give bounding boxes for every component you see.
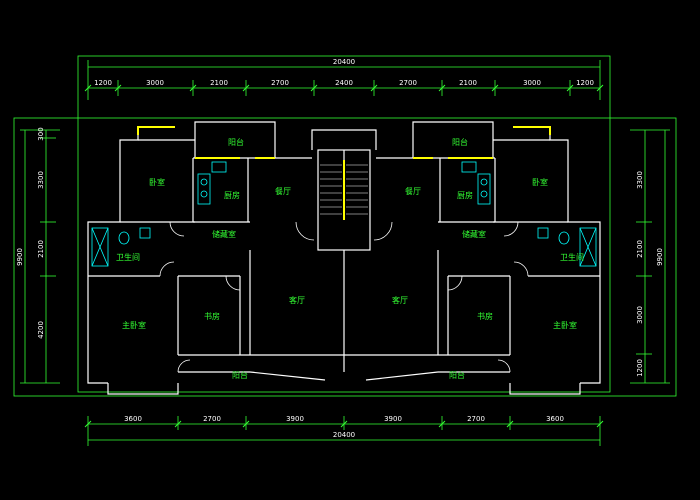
window-accents (137, 126, 551, 220)
top-dim-6: 2700 (399, 79, 417, 87)
bottom-dim-2: 2700 (203, 415, 221, 423)
top-dim-5: 2400 (335, 79, 353, 87)
left-total-dim: 9900 (16, 248, 24, 266)
label-study-right: 书房 (477, 311, 493, 321)
right-dim-2: 2100 (636, 240, 644, 258)
label-dining-left: 餐厅 (275, 187, 291, 196)
right-dim-3: 3000 (636, 306, 644, 324)
left-dim-4: 4200 (37, 321, 45, 339)
label-master-right: 主卧室 (553, 320, 577, 330)
top-dim-4: 2700 (271, 79, 289, 87)
stair-treads (320, 164, 368, 215)
bottom-dim-3: 3900 (286, 415, 304, 423)
left-dim-2: 3300 (37, 171, 45, 189)
label-balcony-bottom-right: 阳台 (449, 370, 465, 380)
label-kitchen-left: 厨房 (224, 190, 240, 200)
label-bedroom-right: 卧室 (532, 177, 548, 187)
label-kitchen-right: 厨房 (457, 190, 473, 200)
label-balcony-bottom-left: 阳台 (232, 370, 248, 380)
right-dim-1: 3300 (636, 171, 644, 189)
label-balcony-top-right: 阳台 (452, 137, 468, 147)
top-total-dim: 20400 (333, 58, 355, 66)
walls (87, 121, 601, 395)
top-dim-3: 2100 (210, 79, 228, 87)
label-bath-left: 卫生间 (116, 252, 140, 262)
left-dim-1: 300 (37, 127, 45, 140)
dimension-ticks (84, 84, 604, 428)
left-dim-3: 2100 (37, 240, 45, 258)
label-living-right: 客厅 (392, 295, 408, 305)
label-storage-right: 储藏室 (462, 229, 486, 239)
label-master-left: 主卧室 (122, 320, 146, 330)
bottom-dim-1: 3600 (124, 415, 142, 423)
top-dim-7: 2100 (459, 79, 477, 87)
label-storage-left: 储藏室 (212, 229, 236, 239)
bottom-total-dim: 20400 (333, 431, 355, 439)
right-total-dim: 9900 (656, 248, 664, 266)
right-dim-4: 1200 (636, 359, 644, 377)
top-dim-9: 1200 (576, 79, 594, 87)
bottom-dim-4: 3900 (384, 415, 402, 423)
label-study-left: 书房 (204, 311, 220, 321)
label-bedroom-left: 卧室 (149, 177, 165, 187)
bottom-dim-6: 3600 (546, 415, 564, 423)
top-dim-8: 3000 (523, 79, 541, 87)
fixtures (91, 161, 597, 267)
top-dim-2: 3000 (146, 79, 164, 87)
label-living-left: 客厅 (289, 295, 305, 305)
label-bath-right: 卫生间 (560, 252, 584, 262)
label-dining-right: 餐厅 (405, 187, 421, 196)
door-swings (159, 221, 529, 373)
label-balcony-top-left: 阳台 (228, 137, 244, 147)
bottom-dim-5: 2700 (467, 415, 485, 423)
top-dim-1: 1200 (94, 79, 112, 87)
dimension-lines (13, 55, 677, 446)
